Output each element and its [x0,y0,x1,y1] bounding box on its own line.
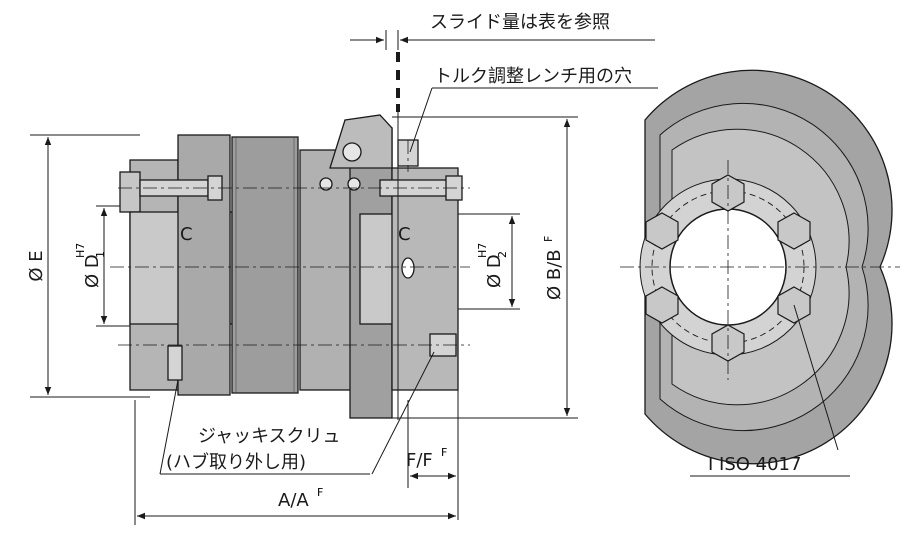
f-sup-label: F [441,446,447,459]
jack-screw-label-line2: (ハブ取り外し用) [166,451,306,473]
f-label: F/F [406,450,433,471]
iso-leader [690,304,850,477]
c-right-label: C [398,224,411,245]
svg-text:1: 1 [94,251,107,258]
svg-text:H7: H7 [74,243,87,258]
leader-lines [159,87,658,475]
center-lines [110,140,470,346]
wrench-hole-label: トルク調整レンチ用の穴 [434,66,632,87]
svg-text:2: 2 [496,251,509,258]
c-left-label: C [180,224,193,245]
svg-text:Ø B/B: Ø B/B [544,249,565,300]
phi-d2-label: Ø D 2 H7 [476,243,509,288]
svg-text:Ø D: Ø D [484,254,505,288]
a-label: A/A [278,490,309,511]
svg-text:H7: H7 [476,243,489,258]
phi-e-label: Ø E [26,250,47,281]
a-sup-label: F [317,486,323,499]
phi-d1-label: Ø D 1 H7 [74,243,107,288]
svg-text:Ø D: Ø D [82,254,103,288]
flange-center-lines [620,160,900,380]
svg-text:F: F [542,236,555,242]
phi-b-label: Ø B/B F [542,236,565,300]
slide-note-label: スライド量は表を参照 [430,12,610,33]
coupling-section [119,114,463,419]
iso-label: I ISO 4017 [708,454,801,475]
jack-screw-label-line1: ジャッキスクリュ [198,426,341,447]
